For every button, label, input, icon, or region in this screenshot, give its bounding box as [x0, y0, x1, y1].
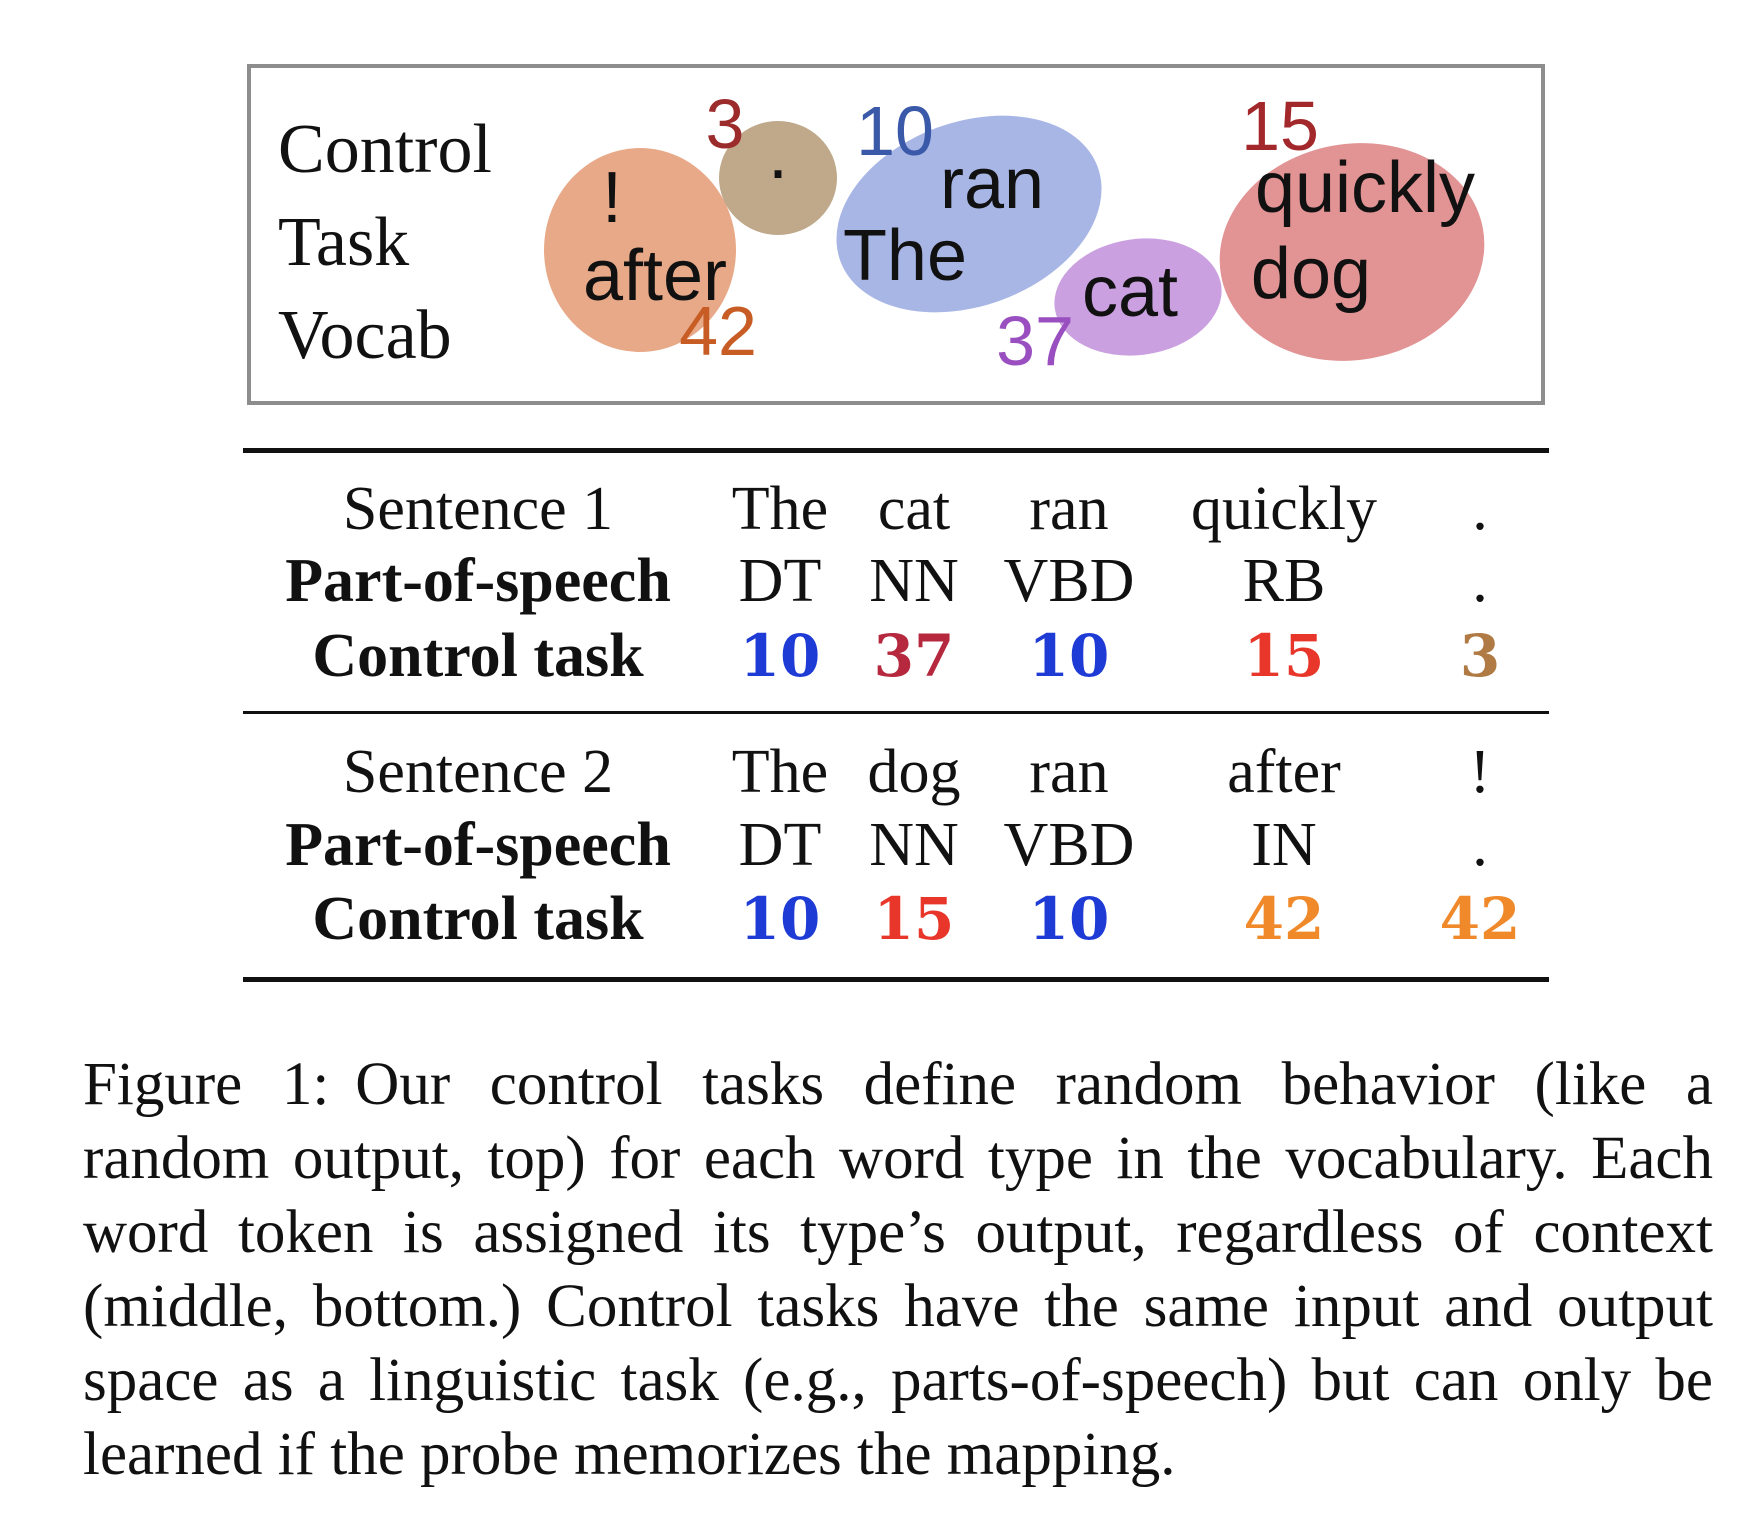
cluster-number: 3 — [706, 85, 745, 163]
cluster-word: ran — [940, 144, 1044, 224]
pos-cell: IN — [1251, 811, 1317, 879]
table-row: Sentence 1 The cat ran quickly . — [243, 474, 1549, 544]
cluster-word: ! — [602, 158, 622, 238]
pos-cell: DT — [738, 547, 822, 615]
token-cell: . — [1472, 475, 1488, 543]
control-cell: 42 — [1439, 885, 1521, 953]
pos-cell: VBD — [1003, 547, 1135, 615]
control-cell: 10 — [1028, 622, 1110, 690]
row-label: Control task — [312, 885, 644, 953]
table-row: Part-of-speech DT NN VBD IN . — [243, 810, 1549, 880]
cluster-word: cat — [1082, 252, 1178, 332]
table-mid-rule — [243, 711, 1549, 714]
table-row: Control task 10 15 10 42 42 — [243, 884, 1549, 954]
pos-cell: . — [1472, 811, 1488, 879]
table-bottom-rule — [243, 977, 1549, 982]
cluster-ellipse — [544, 148, 736, 352]
cluster-word: quickly — [1255, 148, 1475, 228]
token-cell: after — [1227, 738, 1341, 806]
token-cell: ! — [1469, 738, 1491, 806]
vocab-panel — [247, 64, 1545, 405]
pos-cell: NN — [869, 547, 959, 615]
pos-cell: NN — [869, 811, 959, 879]
caption-text: Our control tasks define random behavior… — [83, 1051, 1713, 1488]
token-cell: cat — [877, 475, 951, 543]
row-label: Control task — [312, 622, 644, 690]
cluster-number: 42 — [679, 292, 757, 370]
table-top-rule — [243, 448, 1549, 453]
token-cell: The — [731, 475, 829, 543]
cluster-word: after — [583, 236, 727, 316]
cluster-42: 42!after — [544, 148, 757, 370]
table-row: Part-of-speech DT NN VBD RB . — [243, 546, 1549, 616]
cluster-number: 37 — [996, 302, 1074, 380]
cluster-ellipse — [1054, 238, 1222, 356]
control-cell: 37 — [873, 622, 955, 690]
cluster-word: dog — [1251, 234, 1371, 314]
control-cell: 3 — [1459, 622, 1501, 690]
row-label: Sentence 2 — [342, 738, 614, 806]
row-label: Part-of-speech — [285, 547, 671, 615]
cluster-number: 10 — [856, 92, 934, 170]
cluster-ellipse — [836, 115, 1102, 313]
token-cell: quickly — [1191, 475, 1377, 543]
vocab-label-line: Control — [278, 111, 492, 188]
cluster-ellipse — [1219, 143, 1485, 361]
vocab-label-line: Vocab — [278, 297, 452, 374]
row-label: Sentence 1 — [342, 475, 614, 543]
control-cell: 10 — [739, 622, 821, 690]
vocab-panel-label: Control Task Vocab — [278, 103, 492, 382]
control-cell: 10 — [739, 885, 821, 953]
control-cell: 15 — [873, 885, 955, 953]
token-cell: The — [731, 738, 829, 806]
vocab-label-line: Task — [278, 204, 410, 281]
control-cell: 15 — [1243, 622, 1325, 690]
row-label: Part-of-speech — [285, 811, 671, 879]
caption-label: Figure 1: — [83, 1051, 330, 1118]
figure-caption: Figure 1:Our control tasks define random… — [83, 1048, 1713, 1492]
table-row: Control task 10 37 10 15 3 — [243, 621, 1549, 691]
cluster-word: . — [768, 114, 788, 194]
cluster-word: The — [843, 216, 967, 296]
pos-cell: VBD — [1003, 811, 1135, 879]
token-cell: ran — [1029, 738, 1109, 806]
table-row: Sentence 2 The dog ran after ! — [243, 737, 1549, 807]
pos-cell: DT — [738, 811, 822, 879]
token-cell: ran — [1029, 475, 1109, 543]
cluster-number: 15 — [1241, 87, 1319, 165]
cluster-3: 3. — [706, 85, 837, 235]
control-cell: 42 — [1243, 885, 1325, 953]
cluster-ellipse — [719, 121, 837, 235]
control-cell: 10 — [1028, 885, 1110, 953]
token-cell: dog — [867, 738, 961, 806]
pos-cell: RB — [1242, 547, 1326, 615]
pos-cell: . — [1472, 547, 1488, 615]
